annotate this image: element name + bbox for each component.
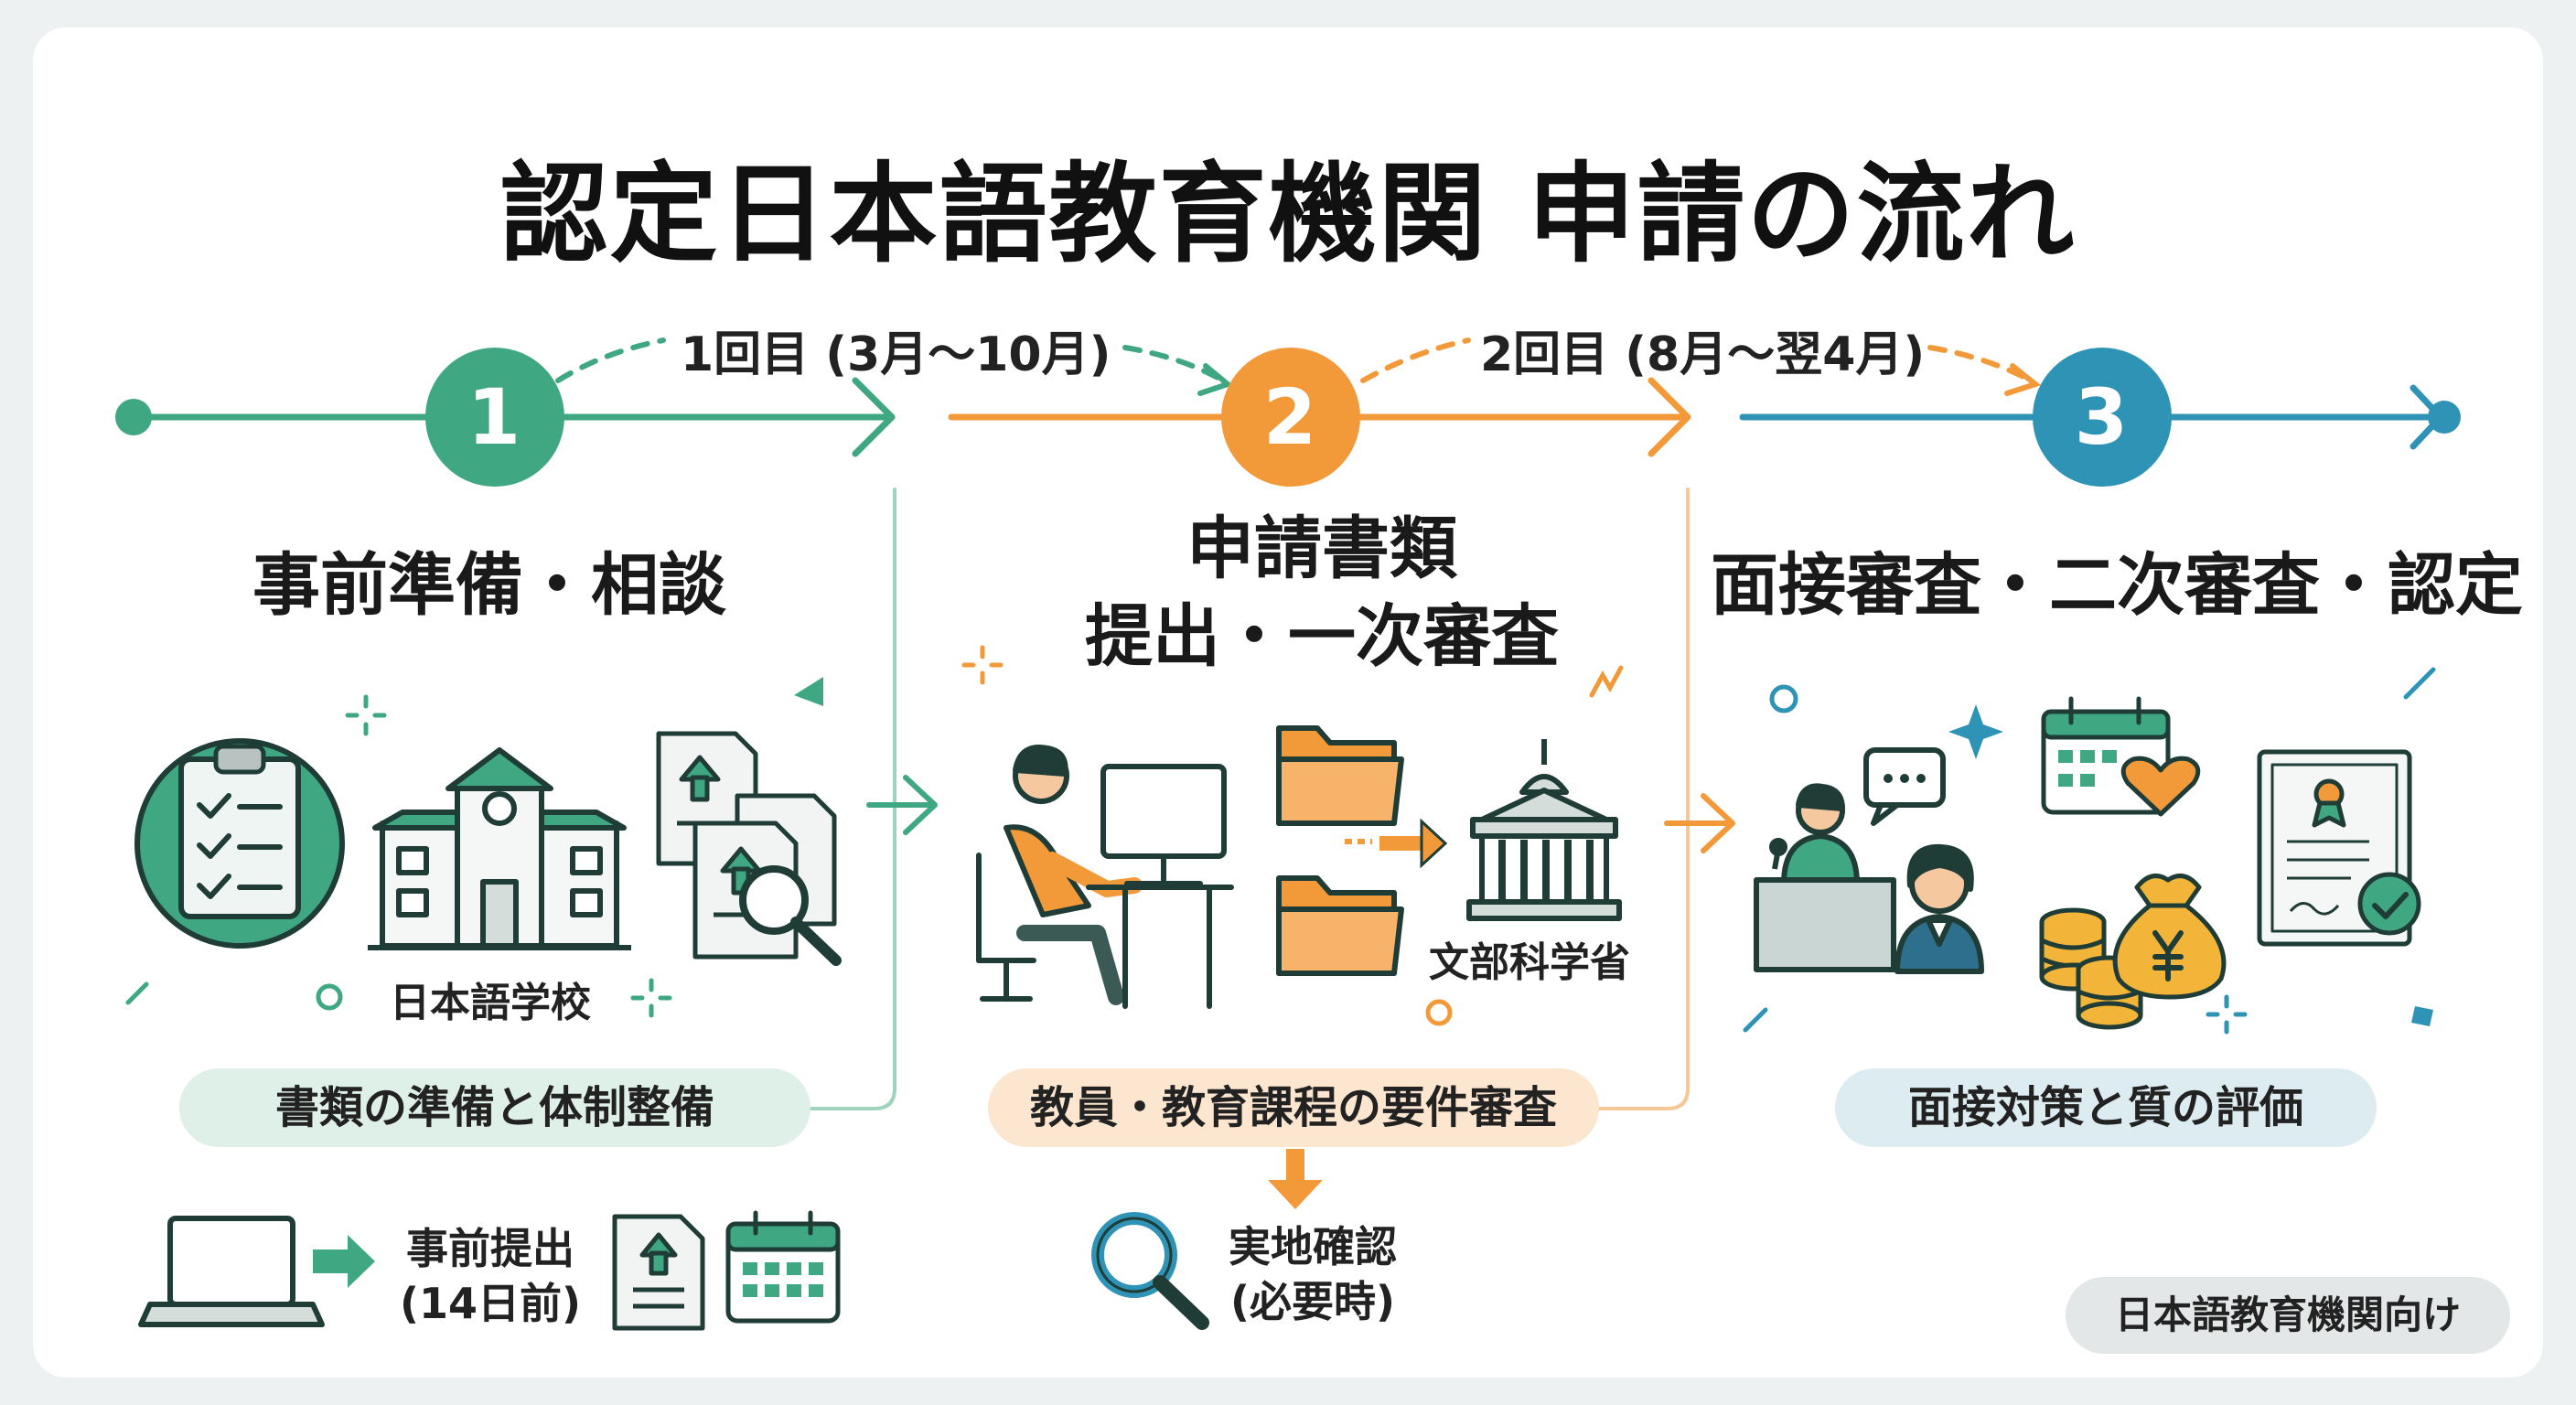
section-connectors [805, 488, 1735, 1110]
checklist-icon [134, 738, 345, 949]
onsite-line2: (必要時) [1229, 1277, 1396, 1326]
certificate-icon [2257, 749, 2421, 947]
interview-icon [1754, 747, 1984, 974]
calendar-icon [725, 1210, 841, 1324]
round1-label: 1回目 (3月〜10月) [681, 327, 1111, 382]
page-title: 認定日本語教育機関 申請の流れ [499, 151, 2077, 277]
school-icon [368, 747, 631, 950]
step2-pill: 教員・教育課程の要件審査 [988, 1068, 1599, 1147]
round2-label: 2回目 (8月〜翌4月) [1480, 327, 1926, 382]
pre-submit-line1: 事前提出 [406, 1224, 574, 1273]
step2-title-line2: 提出・一次審査 [1085, 597, 1559, 676]
calendar-heart-icon [2041, 696, 2201, 817]
onsite-line1: 実地確認 [1229, 1222, 1397, 1271]
person-at-computer-icon [976, 745, 1234, 1009]
arrow-right-icon [313, 1235, 375, 1288]
step1-circle [425, 348, 564, 487]
down-arrow-icon [1268, 1149, 1323, 1209]
laptop-icon [138, 1216, 325, 1327]
step1-pill: 書類の準備と体制整備 [179, 1068, 810, 1147]
step2-number: 2 [1262, 372, 1317, 462]
pre-submit-line2: (14日前) [399, 1279, 582, 1328]
document-icon [612, 1214, 705, 1331]
arrow-to-ministry-icon [1345, 818, 1448, 869]
magnifier-icon [1091, 1212, 1209, 1330]
step2-circle [1221, 348, 1360, 487]
ministry-label: 文部科学省 [1429, 939, 1630, 986]
upload-document-icon [656, 731, 842, 966]
step3-title: 面接審査・二次審査・認定 [1711, 546, 2523, 625]
decorations [125, 645, 2436, 1035]
government-building-icon [1466, 739, 1622, 921]
step2-title-line1: 申請書類 [1186, 509, 1457, 588]
step1-title: 事前準備・相談 [252, 546, 726, 625]
school-label: 日本語学校 [390, 980, 591, 1026]
step3-circle [2033, 348, 2172, 487]
round-arcs [555, 338, 2042, 396]
step1-number: 1 [467, 372, 521, 462]
audience-badge: 日本語教育機関向け [2066, 1277, 2510, 1354]
step3-pill: 面接対策と質の評価 [1835, 1068, 2377, 1147]
folder-icon [1276, 725, 1404, 976]
money-bag-icon [2112, 874, 2227, 1000]
step3-number: 3 [2074, 372, 2129, 462]
